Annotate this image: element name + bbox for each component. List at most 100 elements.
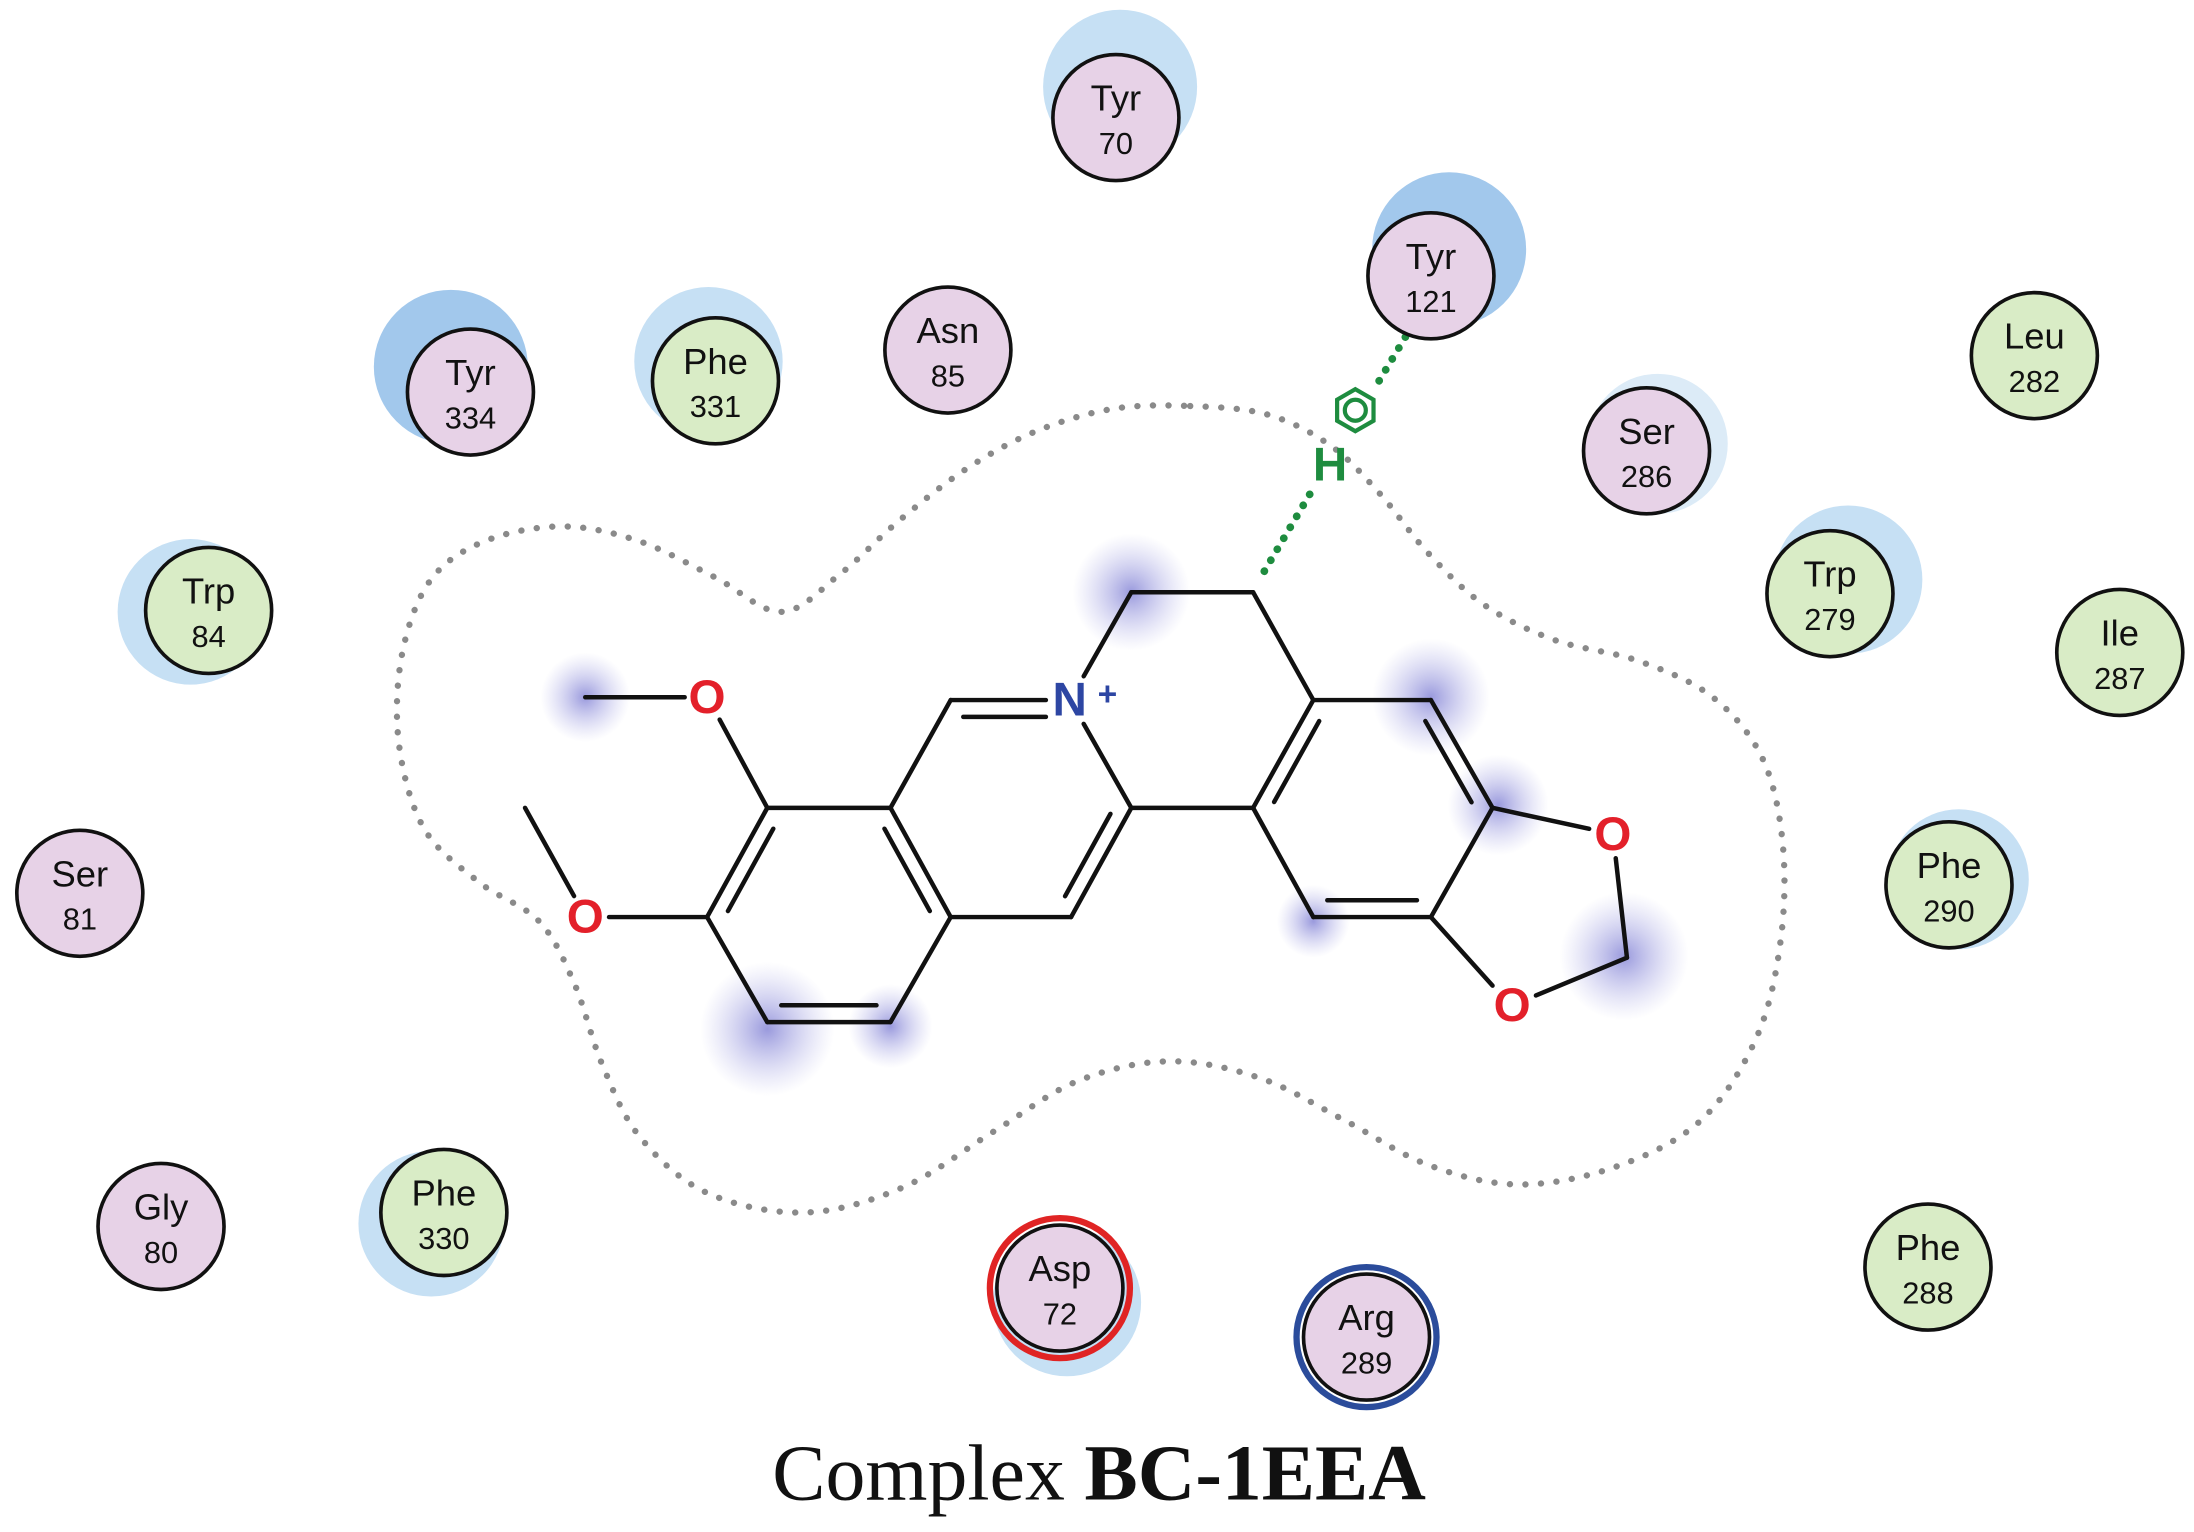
basic-residue-ring bbox=[1293, 1263, 1440, 1411]
h-pi-dotted-line bbox=[1260, 481, 1319, 576]
residue-trp-84: Trp 84 bbox=[117, 539, 274, 685]
residue-disc bbox=[2054, 587, 2185, 718]
residue-number: 121 bbox=[1405, 284, 1456, 319]
residue-tyr-70: Tyr 70 bbox=[1043, 9, 1198, 183]
residue-name: Tyr bbox=[1406, 236, 1457, 277]
oxygen-atom-label: O bbox=[689, 671, 726, 724]
residue-phe-290: Phe 290 bbox=[1884, 809, 2029, 950]
bond bbox=[704, 914, 770, 1025]
caption-prefix: Complex bbox=[772, 1430, 1065, 1518]
bond bbox=[1271, 718, 1322, 805]
residue-disc bbox=[1863, 1202, 1993, 1332]
bond bbox=[717, 717, 770, 811]
residue-name: Phe bbox=[1896, 1227, 1961, 1268]
oxygen-atom-label: O bbox=[1594, 808, 1631, 861]
bond bbox=[704, 805, 770, 920]
aromatic-ring-circle bbox=[1342, 397, 1368, 423]
residue-name: Ser bbox=[1618, 411, 1675, 452]
residue-disc bbox=[1051, 52, 1181, 183]
residue-name: Ser bbox=[51, 853, 108, 894]
residue-disc bbox=[883, 285, 1013, 415]
residue-tyr-334: Tyr 334 bbox=[373, 289, 536, 457]
bond bbox=[1062, 811, 1113, 899]
bond bbox=[522, 805, 577, 899]
bond bbox=[888, 914, 953, 1025]
residue-number: 72 bbox=[1043, 1297, 1077, 1332]
residue-tyr-121: Tyr 121 bbox=[1366, 172, 1527, 341]
residue-disc bbox=[14, 828, 145, 959]
residue-number: 334 bbox=[445, 400, 496, 435]
residue-name: Gly bbox=[134, 1186, 189, 1227]
residue-number: 70 bbox=[1099, 126, 1133, 161]
residue-name: Phe bbox=[683, 341, 748, 382]
residue-ile-287: Ile 287 bbox=[2054, 587, 2185, 718]
residue-disc bbox=[143, 545, 274, 676]
residue-trp-279: Trp 279 bbox=[1765, 505, 1923, 659]
bond bbox=[1068, 805, 1134, 920]
residue-ser-81: Ser 81 bbox=[14, 828, 145, 959]
residue-number: 84 bbox=[191, 619, 225, 654]
residue-asn-85: Asn 85 bbox=[883, 285, 1013, 415]
residue-ser-286: Ser 286 bbox=[1581, 373, 1728, 516]
h-pi-interaction: H bbox=[1260, 327, 1413, 576]
residue-name: Phe bbox=[411, 1172, 476, 1213]
bond bbox=[725, 826, 776, 914]
ligand-exposure-glow bbox=[1276, 884, 1350, 958]
residue-disc bbox=[1884, 820, 2014, 950]
residue-leu-282: Leu 282 bbox=[1969, 290, 2100, 421]
oxygen-atom-label: O bbox=[567, 891, 604, 944]
residue-number: 282 bbox=[2009, 364, 2060, 399]
residue-phe-288: Phe 288 bbox=[1863, 1202, 1993, 1332]
residue-disc bbox=[1301, 1272, 1432, 1402]
residue-number: 279 bbox=[1804, 602, 1855, 637]
bond bbox=[1250, 805, 1316, 920]
residue-number: 330 bbox=[418, 1221, 469, 1256]
acidic-residue-ring bbox=[986, 1214, 1134, 1362]
residue-number: 85 bbox=[931, 358, 965, 393]
residue-asp-72: Asp 72 bbox=[986, 1214, 1142, 1377]
residue-disc bbox=[96, 1161, 226, 1292]
residue-number: 287 bbox=[2094, 661, 2145, 696]
residue-disc bbox=[995, 1223, 1125, 1353]
residue-number: 289 bbox=[1341, 1346, 1392, 1381]
residue-number: 286 bbox=[1621, 459, 1672, 494]
h-pi-dotted-line bbox=[1375, 327, 1413, 385]
ligand-structure bbox=[522, 590, 1630, 1025]
caption-complex-name: BC-1EEA bbox=[1084, 1430, 1426, 1518]
bond bbox=[1428, 697, 1495, 811]
residue-number: 81 bbox=[63, 902, 97, 937]
aromatic-ring-hexagon bbox=[1335, 386, 1376, 434]
residue-number: 80 bbox=[144, 1235, 178, 1270]
bond bbox=[1081, 590, 1134, 679]
bond bbox=[1428, 914, 1495, 988]
residue-name: Leu bbox=[2004, 316, 2065, 357]
residue-number: 331 bbox=[690, 389, 741, 424]
ligand-atom-labels: O O O O N + bbox=[567, 671, 1632, 1032]
residue-gly-80: Gly 80 bbox=[96, 1161, 226, 1292]
ligand-exposure-glow bbox=[848, 984, 933, 1069]
positive-charge-label: + bbox=[1098, 676, 1118, 713]
residue-arg-289: Arg 289 bbox=[1293, 1263, 1440, 1411]
bond bbox=[1533, 955, 1630, 998]
residue-disc bbox=[1765, 528, 1895, 659]
residue-name: Tyr bbox=[1091, 78, 1142, 119]
bond bbox=[888, 805, 953, 920]
residue-name: Ile bbox=[2101, 612, 2139, 653]
bond bbox=[1250, 697, 1316, 811]
residue-name: Tyr bbox=[445, 352, 496, 393]
bond bbox=[1423, 718, 1474, 805]
residue-number: 290 bbox=[1923, 893, 1974, 928]
residue-name: Asp bbox=[1029, 1248, 1092, 1289]
bond bbox=[1250, 590, 1316, 703]
ligand-exposure-glow bbox=[1447, 754, 1549, 856]
residues: Tyr 70 Tyr 121 Tyr 334 Phe 331 Asn 85 bbox=[14, 9, 2185, 1411]
residue-name: Asn bbox=[917, 310, 980, 351]
bond bbox=[1428, 805, 1495, 920]
residue-disc bbox=[650, 316, 781, 446]
oxygen-atom-label: O bbox=[1494, 979, 1531, 1032]
bond bbox=[888, 697, 953, 811]
residue-disc bbox=[1581, 386, 1712, 516]
residue-name: Phe bbox=[1917, 845, 1982, 886]
residue-disc bbox=[1366, 210, 1496, 341]
